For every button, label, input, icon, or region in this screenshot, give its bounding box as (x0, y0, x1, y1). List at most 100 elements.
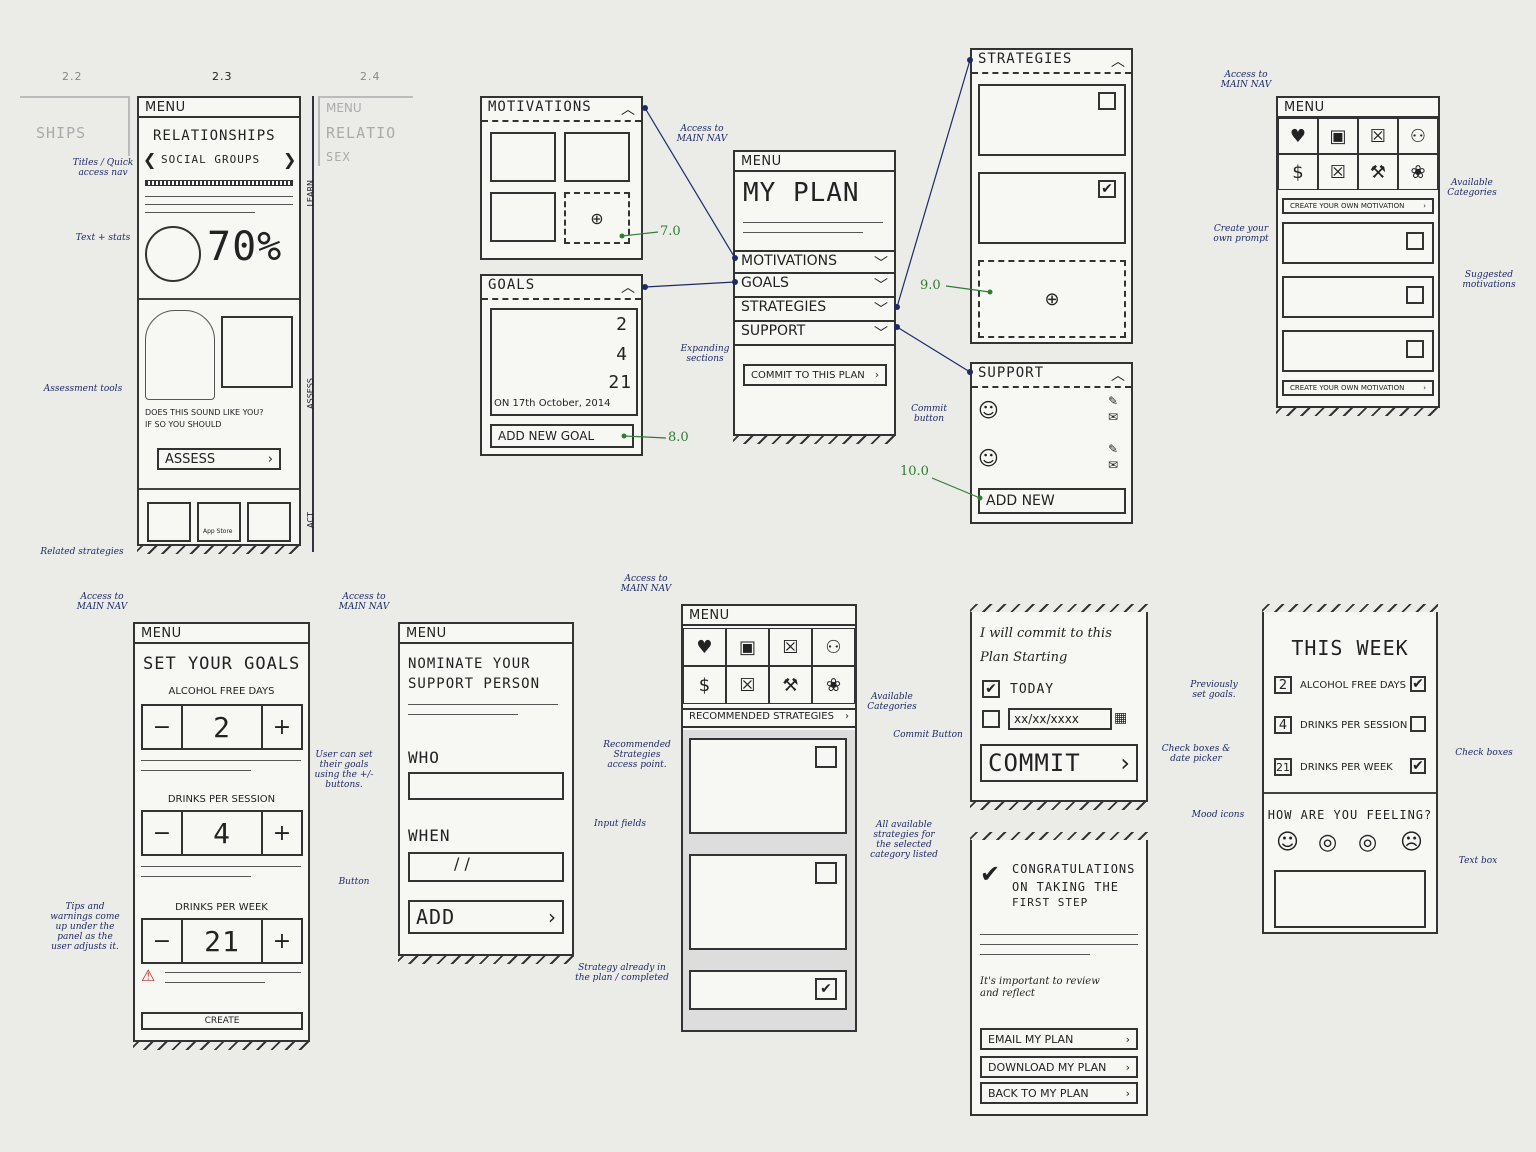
create-motivation-button[interactable]: CREATE YOUR OWN MOTIVATION› (1282, 198, 1434, 214)
motivation-card[interactable] (490, 192, 556, 242)
add-label: ADD (416, 905, 455, 929)
add-icon[interactable]: ⊕ (564, 192, 630, 244)
checkbox[interactable] (1406, 286, 1424, 304)
create-motivation-button[interactable]: CREATE YOUR OWN MOTIVATION› (1282, 380, 1434, 396)
minus-button[interactable]: − (143, 706, 183, 748)
plus-button[interactable]: + (261, 812, 301, 854)
commit-to-plan-button[interactable]: COMMIT TO THIS PLAN› (743, 364, 887, 386)
add-icon[interactable]: ⊕ (978, 260, 1126, 338)
dumbbell-icon[interactable]: ⚒ (1358, 154, 1398, 190)
suggested-motivation[interactable] (1282, 330, 1434, 372)
plus-button[interactable]: + (261, 920, 301, 962)
section-goals[interactable]: GOALS﹀ (735, 274, 894, 298)
strategies-header[interactable]: STRATEGIES︿ (972, 50, 1131, 74)
assess-button[interactable]: ASSESS› (157, 448, 281, 470)
chevron-right-icon[interactable]: ❯ (283, 150, 296, 169)
annotation: Access to MAIN NAV (70, 592, 134, 612)
mood-neutral-icon[interactable]: ◎ (1318, 830, 1337, 855)
checklist-card[interactable] (247, 502, 291, 542)
checkbox[interactable] (815, 746, 837, 768)
menu-button[interactable]: MENU (1278, 98, 1438, 118)
add-new-support-button[interactable]: ADD NEW (978, 488, 1126, 514)
date-checkbox[interactable] (982, 710, 1000, 728)
date-picker[interactable]: xx/xx/xxxx (1008, 708, 1112, 730)
edit-icon[interactable]: ✎ (1108, 442, 1118, 456)
connector-line (645, 282, 735, 287)
related-strategy-card[interactable] (147, 502, 191, 542)
goal-checkbox[interactable] (1410, 716, 1426, 732)
create-button[interactable]: CREATE (141, 1012, 303, 1030)
today-checkbox[interactable]: ✔ (982, 680, 1000, 698)
menu-button[interactable]: MENU (135, 624, 308, 644)
app-store-card[interactable]: App Store (197, 502, 241, 542)
checkbox[interactable] (1406, 232, 1424, 250)
checkbox[interactable] (1098, 92, 1116, 110)
back-to-plan-button[interactable]: BACK TO MY PLAN› (980, 1082, 1138, 1104)
mood-neutral-icon[interactable]: ◎ (1358, 830, 1377, 855)
when-input[interactable]: / / (408, 852, 564, 882)
brain-icon[interactable]: ❀ (812, 666, 855, 704)
set-goals-screen: MENU SET YOUR GOALS ALCOHOL FREE DAYS − … (133, 622, 310, 1042)
heart-icon[interactable]: ♥ (683, 628, 726, 666)
section-strategies[interactable]: STRATEGIES﹀ (735, 298, 894, 322)
menu-button[interactable]: MENU (139, 98, 299, 118)
support-header[interactable]: SUPPORT︿ (972, 364, 1131, 388)
mail-icon[interactable]: ✉ (1108, 458, 1118, 472)
add-new-goal-button[interactable]: ADD NEW GOAL (490, 424, 634, 448)
menu-button[interactable]: MENU (400, 624, 572, 644)
plus-button[interactable]: + (261, 706, 301, 748)
menu-button[interactable]: MENU (735, 152, 894, 172)
people-icon[interactable]: ⚇ (812, 628, 855, 666)
who-input[interactable] (408, 772, 564, 800)
box-icon[interactable]: ☒ (1358, 118, 1398, 154)
goal-checkbox[interactable]: ✔ (1410, 676, 1426, 692)
strategy-card-completed[interactable]: ✔ (689, 970, 847, 1010)
commit-button[interactable]: COMMIT› (980, 744, 1138, 782)
mood-sad-icon[interactable]: ☹ (1400, 830, 1423, 855)
brain-icon[interactable]: ❀ (1398, 154, 1438, 190)
chevron-right-icon: › (1126, 1087, 1130, 1100)
strategy-card[interactable]: ✔ (978, 172, 1126, 244)
motivation-card[interactable] (490, 132, 556, 182)
dumbbell-icon[interactable]: ⚒ (769, 666, 812, 704)
add-button[interactable]: ADD› (408, 900, 564, 934)
box-icon[interactable]: ☒ (769, 628, 812, 666)
calendar-icon[interactable]: ▦ (1114, 710, 1127, 726)
box-icon[interactable]: ☒ (1318, 154, 1358, 190)
section-support[interactable]: SUPPORT﹀ (735, 322, 894, 346)
download-plan-button[interactable]: DOWNLOAD MY PLAN› (980, 1056, 1138, 1078)
add-new-label: ADD NEW (986, 493, 1055, 509)
recommended-strategies-link[interactable]: RECOMMENDED STRATEGIES› (683, 708, 855, 728)
minus-button[interactable]: − (143, 812, 183, 854)
suggested-motivation[interactable] (1282, 276, 1434, 318)
goal-checkbox[interactable]: ✔ (1410, 758, 1426, 774)
chevron-left-icon[interactable]: ❮ (143, 150, 156, 169)
edit-icon[interactable]: ✎ (1108, 394, 1118, 408)
suggested-motivation[interactable] (1282, 222, 1434, 264)
briefcase-icon[interactable]: ▣ (726, 628, 769, 666)
motivations-header[interactable]: MOTIVATIONS︿ (482, 98, 641, 122)
strategy-card[interactable] (689, 854, 847, 950)
mail-icon[interactable]: ✉ (1108, 410, 1118, 424)
strategy-card[interactable] (689, 738, 847, 834)
checkbox[interactable] (815, 862, 837, 884)
briefcase-icon[interactable]: ▣ (1318, 118, 1358, 154)
checkbox[interactable] (1406, 340, 1424, 358)
goals-header[interactable]: GOALS︿ (482, 276, 641, 300)
minus-button[interactable]: − (143, 920, 183, 962)
dollar-icon[interactable]: $ (1278, 154, 1318, 190)
box-icon[interactable]: ☒ (726, 666, 769, 704)
dollar-icon[interactable]: $ (683, 666, 726, 704)
checkbox[interactable]: ✔ (1098, 180, 1116, 198)
people-icon[interactable]: ⚇ (1398, 118, 1438, 154)
mood-happy-icon[interactable]: ☺ (1276, 830, 1299, 855)
strategy-card[interactable] (978, 84, 1126, 156)
text-box[interactable] (1274, 870, 1426, 928)
checkbox[interactable]: ✔ (815, 978, 837, 1000)
section-motivations[interactable]: MOTIVATIONS﹀ (735, 250, 894, 274)
heart-icon[interactable]: ♥ (1278, 118, 1318, 154)
menu-button[interactable]: MENU (683, 606, 855, 626)
page-title[interactable]: RELATIONSHIPS (153, 128, 276, 144)
motivation-card[interactable] (564, 132, 630, 182)
email-plan-button[interactable]: EMAIL MY PLAN› (980, 1028, 1138, 1050)
